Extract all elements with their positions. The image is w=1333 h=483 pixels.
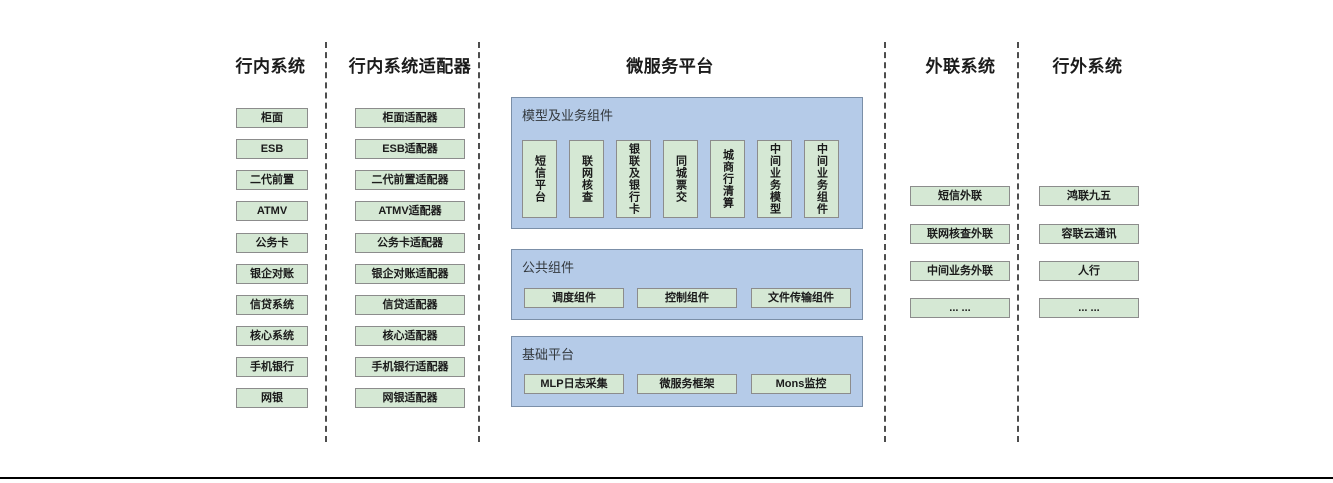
column-title-in-bank-adapters: 行内系统适配器 [348,57,472,76]
list-item[interactable]: 中间业务外联 [910,261,1010,281]
column-title-out-bank-systems: 行外系统 [1052,57,1123,76]
list-item[interactable]: 中间业务模型 [757,140,792,218]
column-title-external-link-systems: 外联系统 [925,57,996,76]
list-item[interactable]: 联网核查 [569,140,604,218]
bottom-divider [0,477,1333,479]
divider-4 [1017,42,1019,442]
list-item[interactable]: ATMV [236,201,308,221]
list-item[interactable]: 柜面适配器 [355,108,465,128]
divider-2 [478,42,480,442]
list-item[interactable]: 二代前置 [236,170,308,190]
list-item[interactable]: MLP日志采集 [524,374,624,394]
list-item[interactable]: 公务卡 [236,233,308,253]
list-item[interactable]: 人行 [1039,261,1139,281]
list-item[interactable]: 网银 [236,388,308,408]
list-item[interactable]: 二代前置适配器 [355,170,465,190]
section-base-platform: 基础平台 [511,336,863,407]
list-item[interactable]: 调度组件 [524,288,624,308]
list-item[interactable]: 信贷适配器 [355,295,465,315]
section-public-components: 公共组件 [511,249,863,320]
list-item[interactable]: 银企对账 [236,264,308,284]
list-item[interactable]: ESB [236,139,308,159]
section-label-base-platform: 基础平台 [522,347,575,362]
list-item[interactable]: Mons监控 [751,374,851,394]
divider-3 [884,42,886,442]
section-label-model-business-components: 模型及业务组件 [522,108,614,123]
list-item[interactable]: 中间业务组件 [804,140,839,218]
list-item[interactable]: 文件传输组件 [751,288,851,308]
list-item[interactable]: 手机银行适配器 [355,357,465,377]
section-label-public-components: 公共组件 [522,260,575,275]
list-item[interactable]: ATMV适配器 [355,201,465,221]
list-item[interactable]: ... ... [910,298,1010,318]
list-item[interactable]: 柜面 [236,108,308,128]
list-item[interactable]: 短信平台 [522,140,557,218]
column-title-microservice-platform: 微服务平台 [626,57,714,76]
list-item[interactable]: 微服务框架 [637,374,737,394]
list-item[interactable]: 手机银行 [236,357,308,377]
column-title-in-bank-systems: 行内系统 [235,57,306,76]
list-item[interactable]: 公务卡适配器 [355,233,465,253]
list-item[interactable]: 银企对账适配器 [355,264,465,284]
list-item[interactable]: 网银适配器 [355,388,465,408]
list-item[interactable]: 同城票交 [663,140,698,218]
list-item[interactable]: ... ... [1039,298,1139,318]
list-item[interactable]: 短信外联 [910,186,1010,206]
list-item[interactable]: 联网核查外联 [910,224,1010,244]
divider-1 [325,42,327,442]
list-item[interactable]: 城商行清算 [710,140,745,218]
list-item[interactable]: 鸿联九五 [1039,186,1139,206]
list-item[interactable]: 容联云通讯 [1039,224,1139,244]
list-item[interactable]: 信贷系统 [236,295,308,315]
list-item[interactable]: 核心适配器 [355,326,465,346]
list-item[interactable]: 核心系统 [236,326,308,346]
list-item[interactable]: 控制组件 [637,288,737,308]
list-item[interactable]: 银联及银行卡 [616,140,651,218]
list-item[interactable]: ESB适配器 [355,139,465,159]
